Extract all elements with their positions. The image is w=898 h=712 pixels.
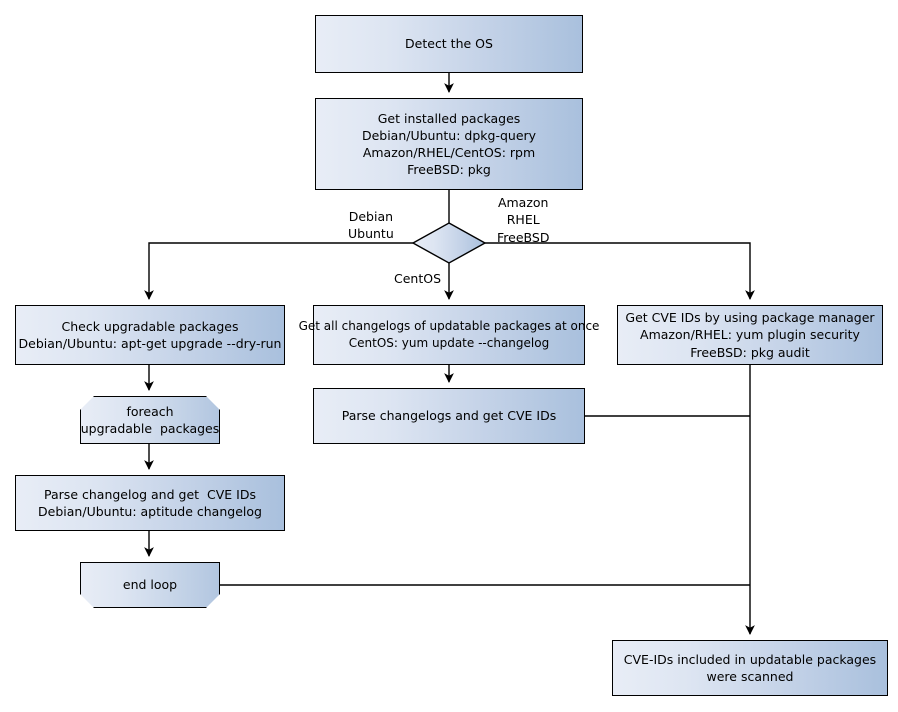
os-decision-diamond — [411, 222, 487, 264]
edge-decision-to-pkgmgr — [485, 242, 755, 300]
node-parse-changelog-debian: Parse changelog and get CVE IDs Debian/U… — [15, 475, 285, 531]
node-parse-changelogs-centos: Parse changelogs and get CVE IDs — [313, 388, 585, 444]
node-get-all-changelogs: Get all changelogs of updatable packages… — [299, 305, 599, 365]
edge-decision-to-check-upgradable — [144, 242, 413, 300]
node-get-installed-packages: Get installed packages Debian/Ubuntu: dp… — [315, 98, 583, 190]
node-end-loop: end loop — [80, 562, 220, 608]
node-get-cve-ids-package-manager: Get CVE IDs by using package manager Ama… — [617, 305, 883, 365]
node-check-upgradable-packages: Check upgradable packages Debian/Ubuntu:… — [15, 305, 285, 365]
node-detect-os: Detect the OS — [315, 15, 583, 73]
node-foreach-upgradable-packages: foreach upgradable packages — [80, 396, 220, 444]
edge-label-amazon-rhel-freebsd: Amazon RHEL FreeBSD — [497, 195, 550, 245]
node-scanned-result: CVE-IDs included in updatable packages w… — [612, 640, 888, 696]
edge-label-debian-ubuntu: Debian Ubuntu — [348, 209, 394, 242]
edge-label-centos: CentOS — [394, 271, 442, 286]
